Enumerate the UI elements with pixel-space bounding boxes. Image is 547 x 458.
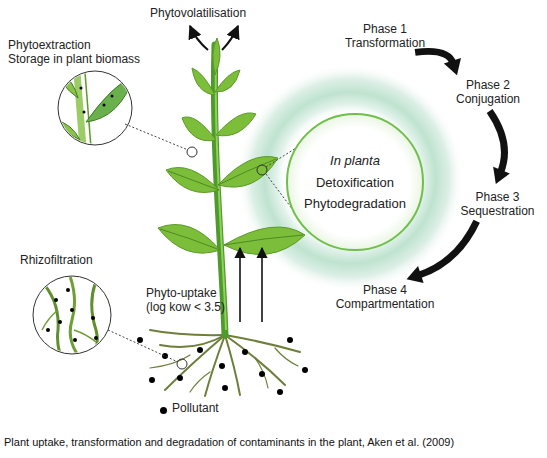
node-text: Detoxification xyxy=(316,175,394,191)
legend-swatch xyxy=(160,407,167,414)
process-label: Phytovolatilisation xyxy=(150,6,246,20)
process-label: Phytoextraction xyxy=(8,38,91,52)
node-text: Phytodegradation xyxy=(304,196,406,212)
flow-arrow xyxy=(490,111,510,184)
process-note: Storage in plant biomass xyxy=(8,52,140,66)
process-label: Rhizofiltration xyxy=(20,253,93,267)
node-text: Phase 3 Sequestration xyxy=(455,190,540,218)
roots xyxy=(150,330,300,396)
phase-label: Phase 4 Compartmentation xyxy=(330,283,440,311)
magnifier-outline xyxy=(33,276,111,354)
magnifier-outline xyxy=(58,71,132,145)
arrow-head xyxy=(444,58,461,75)
focus-circle xyxy=(257,165,267,175)
leader-line xyxy=(125,124,188,150)
circle-shape xyxy=(287,114,423,250)
legend-text: Pollutant xyxy=(172,401,219,415)
arrow-body xyxy=(418,221,477,275)
arrow-body xyxy=(490,111,505,173)
volatilisation-arrow xyxy=(222,26,238,50)
volatilisation-arrow xyxy=(190,26,208,50)
figure-caption: Plant uptake, transformation and degrada… xyxy=(4,436,454,449)
leader-line xyxy=(108,330,178,362)
phase-label: Phase 3 Sequestration xyxy=(455,190,540,218)
arrow-head xyxy=(493,167,510,184)
phase-label: Phase 1 Transformation xyxy=(340,22,430,50)
leaf-veins xyxy=(160,159,303,250)
magnifier-leaf xyxy=(58,71,132,145)
pollutant-dots xyxy=(137,337,308,395)
node-text: Phase 1 Transformation xyxy=(340,22,430,50)
uptake-arrow xyxy=(239,248,241,322)
glow-ring xyxy=(236,64,464,292)
uptake-arrow xyxy=(261,248,263,322)
node-text: Phase 4 Compartmentation xyxy=(330,283,440,311)
flow-arrow xyxy=(415,51,461,75)
node-text: In planta xyxy=(330,153,380,169)
focus-circle xyxy=(187,147,197,157)
magnified-roots xyxy=(40,276,98,360)
leaves xyxy=(158,38,305,254)
arrow-head xyxy=(407,266,424,283)
in-planta-circle: In plantaDetoxificationPhytodegradation xyxy=(285,112,425,252)
phase-label: Phase 2 Conjugation xyxy=(448,78,528,106)
arrow-body xyxy=(415,51,453,63)
node-text: Phase 2 Conjugation xyxy=(448,78,528,106)
magnified-leaf xyxy=(56,60,134,160)
process-label: Phyto-uptake (log kow < 3.5) xyxy=(146,286,232,314)
flow-arrow xyxy=(407,221,477,283)
focus-circle xyxy=(177,359,187,369)
